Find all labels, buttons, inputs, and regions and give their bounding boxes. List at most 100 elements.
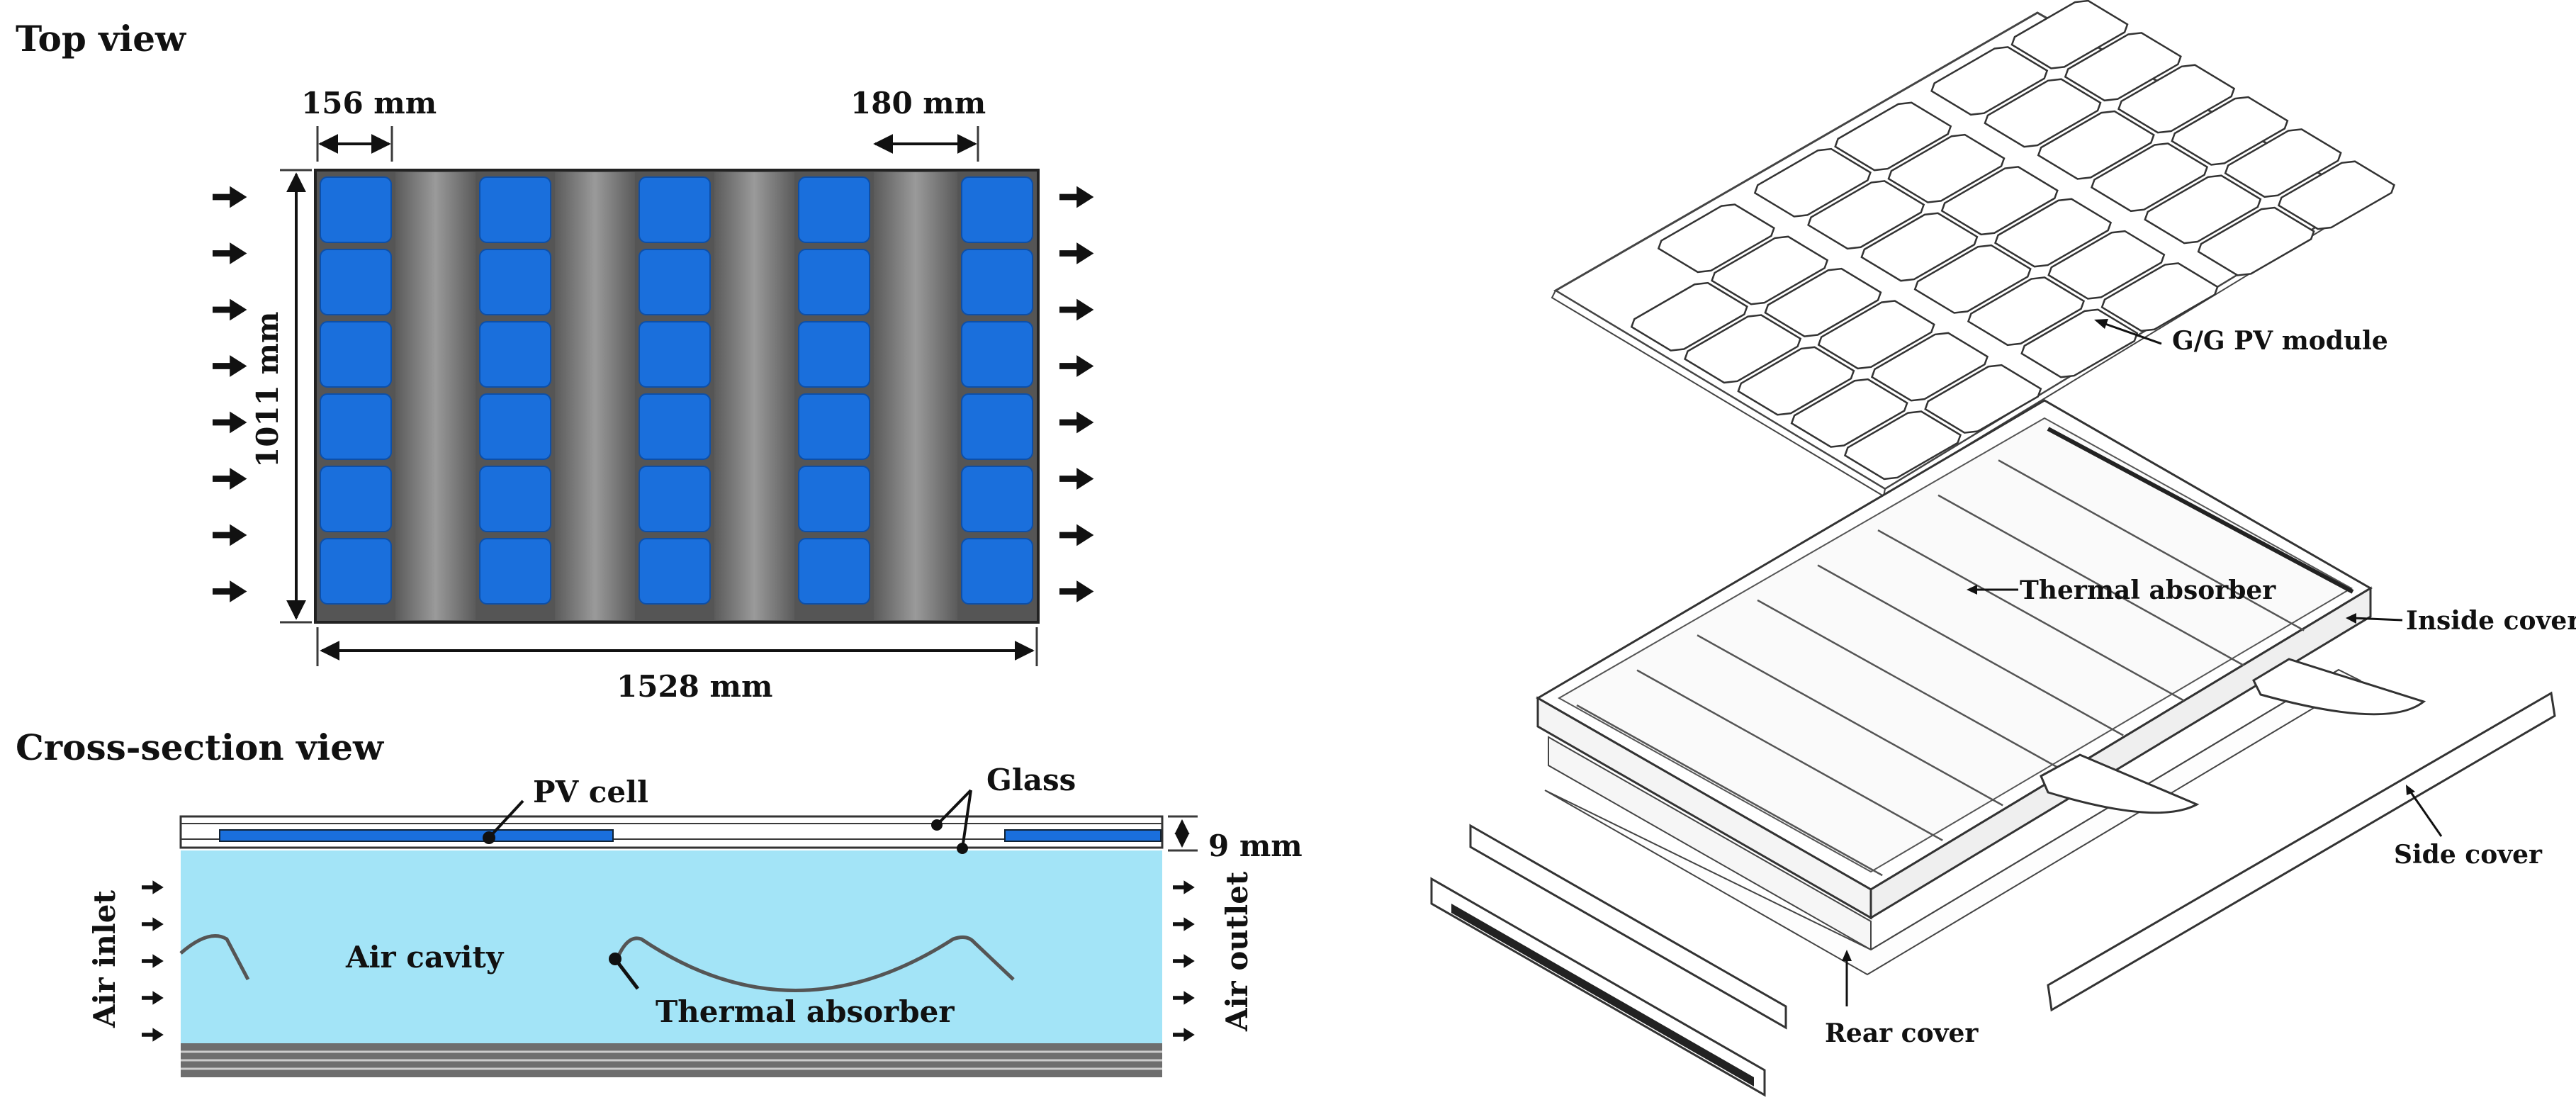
flow-arrow <box>1059 355 1094 377</box>
absorber-strips <box>395 172 957 620</box>
module-cell <box>2277 160 2395 230</box>
module-cell <box>2064 32 2182 102</box>
flow-arrow <box>142 1028 164 1042</box>
absorber-rail <box>1998 459 2305 631</box>
module-cell <box>2090 142 2209 213</box>
air-outlet-label: Air outlet <box>1220 871 1254 1032</box>
fin-back <box>2252 658 2426 716</box>
module-cell <box>1967 276 2086 347</box>
pv-module-callout: G/G PV module <box>2094 319 2388 356</box>
glass-callout: Glass <box>931 763 1076 854</box>
module-cell <box>1887 133 2006 203</box>
cross-section-view: Cross-section view PV cell <box>16 726 1303 1077</box>
flow-arrow <box>1173 1028 1195 1042</box>
flow-arrow <box>213 186 247 208</box>
pv-cell <box>639 321 711 388</box>
module-cell <box>1711 235 1829 305</box>
pv-cell <box>479 176 551 243</box>
thickness-dim: 9 mm <box>1168 815 1303 863</box>
flow-arrow <box>1059 186 1094 208</box>
top-view: Top view 156 mm 180 mm 1011 mm <box>16 18 1094 704</box>
absorber-strip <box>395 172 476 620</box>
pv-cell-strip-left <box>219 829 614 842</box>
module-cell <box>1790 378 1908 448</box>
pv-cell <box>320 538 392 605</box>
module-cell <box>2037 110 2155 180</box>
flow-arrow <box>1173 991 1195 1005</box>
air-cavity <box>181 850 1162 1043</box>
absorber-rail <box>1576 704 1883 877</box>
dim-width: 1528 mm <box>316 627 1038 704</box>
flow-arrow <box>1173 880 1195 894</box>
absorber-curve-center <box>614 935 1015 992</box>
inside-cover-label: Inside cover <box>2406 606 2576 636</box>
pv-cell <box>479 249 551 315</box>
pv-cell <box>961 466 1033 532</box>
module-cell <box>1993 198 2113 268</box>
module-cell <box>1630 281 1748 352</box>
pv-cell <box>961 321 1033 388</box>
flow-arrow <box>1059 580 1094 602</box>
pv-cell <box>961 176 1033 243</box>
absorber-rail <box>1636 669 1943 841</box>
pv-cell <box>798 176 870 243</box>
flow-arrow <box>213 580 247 602</box>
pv-cell <box>639 466 711 532</box>
flow-arrow <box>1059 468 1094 490</box>
module-cell <box>1817 300 1935 370</box>
flow-arrow <box>142 917 164 931</box>
module-cell <box>1834 101 1952 172</box>
dim-cell-label: 156 mm <box>301 86 437 120</box>
absorber-strip <box>874 172 957 620</box>
pv-cells <box>320 176 1033 605</box>
flow-arrow <box>1059 242 1094 264</box>
pv-cell <box>479 393 551 460</box>
side-cover-label: Side cover <box>2394 840 2543 870</box>
module-cell <box>1737 346 1855 416</box>
module-cell <box>1753 147 1872 218</box>
rear-cover <box>1544 668 2362 976</box>
flow-arrow <box>1173 954 1195 968</box>
air-flow-arrows-outlet <box>1059 186 1094 602</box>
flow-arrow <box>1173 917 1195 931</box>
absorber-rail <box>1817 564 2124 736</box>
air-flow-arrows-inlet <box>213 186 247 602</box>
module-cell <box>2197 206 2315 276</box>
module-cell <box>2224 128 2342 198</box>
pv-cell <box>320 249 392 315</box>
pv-cell <box>798 249 870 315</box>
thermal-absorber-callout: Thermal absorber <box>609 953 955 1029</box>
flow-arrow <box>142 954 164 968</box>
top-view-heading: Top view <box>16 18 187 60</box>
dim-height: 1011 mm <box>250 169 312 624</box>
gg-pv-module <box>1551 0 2395 498</box>
module-cell <box>2020 308 2139 378</box>
flow-arrow <box>1059 298 1094 321</box>
module-cell <box>1930 46 2049 116</box>
pv-cell <box>798 538 870 605</box>
absorber-curve-left <box>179 934 250 981</box>
module-cells <box>1630 0 2395 481</box>
pv-cell <box>961 538 1033 605</box>
flow-arrow <box>142 991 164 1005</box>
pv-cell <box>320 393 392 460</box>
pv-cell <box>639 538 711 605</box>
dim-gap-width: 180 mm <box>850 86 986 162</box>
flow-arrow <box>213 355 247 377</box>
flow-arrow <box>213 242 247 264</box>
pv-cell <box>320 321 392 388</box>
absorber-rail <box>1757 599 2064 772</box>
absorber-strip <box>714 172 794 620</box>
flow-arrow <box>1059 411 1094 434</box>
pv-cell <box>479 321 551 388</box>
pv-cell <box>639 393 711 460</box>
absorber-rails <box>1576 459 2305 877</box>
exploded-view: G/G PV module <box>1430 0 2576 1097</box>
pv-cell <box>320 466 392 532</box>
flow-arrow <box>213 298 247 321</box>
module-cell <box>2047 230 2166 300</box>
side-cover-callout: Side cover <box>2394 785 2543 870</box>
pv-cell-label: PV cell <box>533 775 648 809</box>
rear-layers <box>181 1043 1162 1077</box>
